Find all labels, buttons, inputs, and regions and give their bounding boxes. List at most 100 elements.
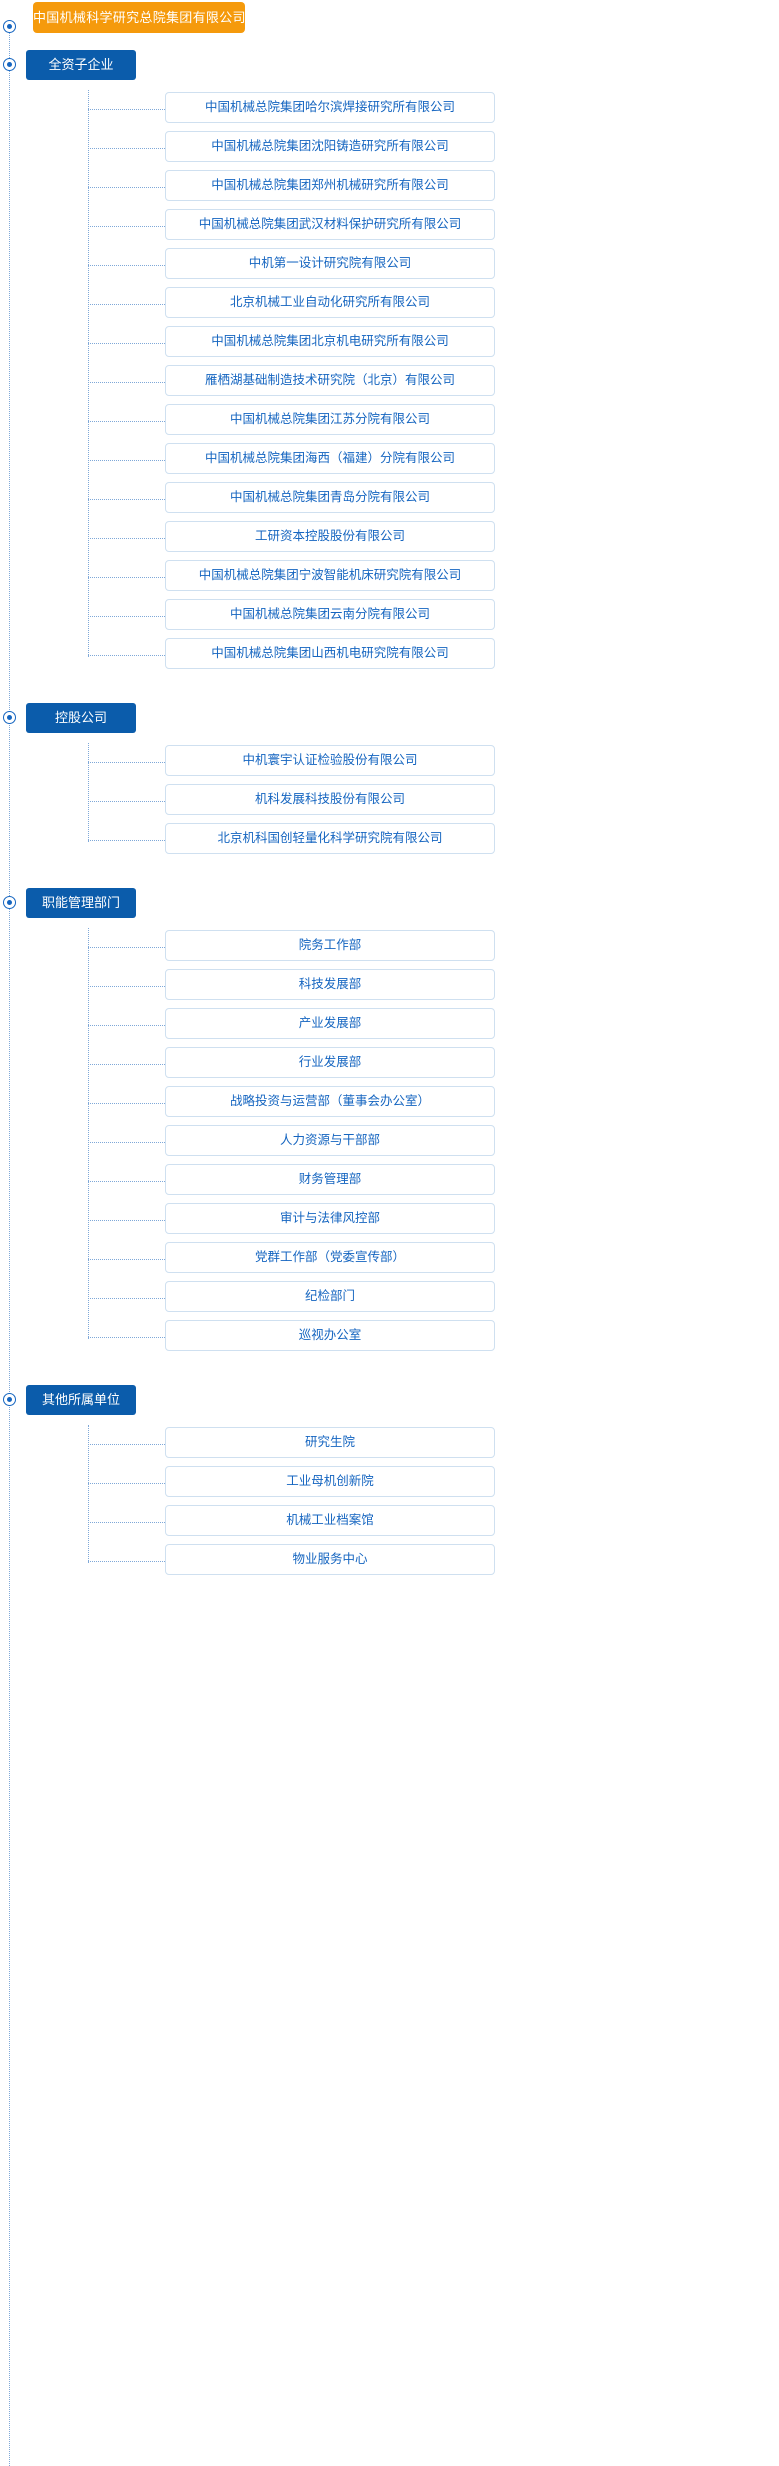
item-horizontal-connector <box>88 655 165 656</box>
root-bullet-icon <box>3 20 16 33</box>
item-box[interactable]: 中国机械总院集团武汉材料保护研究所有限公司 <box>165 209 495 240</box>
org-item: 工研资本控股股份有限公司 <box>0 519 779 558</box>
item-box[interactable]: 中国机械总院集团北京机电研究所有限公司 <box>165 326 495 357</box>
item-horizontal-connector <box>88 1103 165 1104</box>
item-horizontal-connector <box>88 1142 165 1143</box>
item-box[interactable]: 中国机械总院集团沈阳铸造研究所有限公司 <box>165 131 495 162</box>
org-item: 中国机械总院集团武汉材料保护研究所有限公司 <box>0 207 779 246</box>
item-box[interactable]: 中国机械总院集团海西（福建）分院有限公司 <box>165 443 495 474</box>
item-box[interactable]: 中国机械总院集团云南分院有限公司 <box>165 599 495 630</box>
group-vertical-connector <box>88 743 89 842</box>
group-vertical-connector <box>88 1425 89 1563</box>
org-item: 战略投资与运营部（董事会办公室） <box>0 1084 779 1123</box>
item-box[interactable]: 中国机械总院集团宁波智能机床研究院有限公司 <box>165 560 495 591</box>
org-item: 中机第一设计研究院有限公司 <box>0 246 779 285</box>
item-horizontal-connector <box>88 577 165 578</box>
group-spacer <box>0 675 779 703</box>
group-bullet-icon <box>3 58 16 71</box>
group-bullet-icon <box>3 1393 16 1406</box>
group-header: 控股公司 <box>0 703 779 733</box>
group-header: 职能管理部门 <box>0 888 779 918</box>
group-spacer <box>0 860 779 888</box>
org-item: 党群工作部（党委宣传部） <box>0 1240 779 1279</box>
item-box[interactable]: 纪检部门 <box>165 1281 495 1312</box>
item-box[interactable]: 审计与法律风控部 <box>165 1203 495 1234</box>
item-box[interactable]: 中国机械总院集团哈尔滨焊接研究所有限公司 <box>165 92 495 123</box>
item-box[interactable]: 行业发展部 <box>165 1047 495 1078</box>
item-box[interactable]: 研究生院 <box>165 1427 495 1458</box>
item-box[interactable]: 北京机科国创轻量化科学研究院有限公司 <box>165 823 495 854</box>
item-box[interactable]: 工业母机创新院 <box>165 1466 495 1497</box>
org-item: 人力资源与干部部 <box>0 1123 779 1162</box>
group-header: 全资子企业 <box>0 50 779 80</box>
groups-container: 全资子企业中国机械总院集团哈尔滨焊接研究所有限公司中国机械总院集团沈阳铸造研究所… <box>0 50 779 1609</box>
org-item: 北京机械工业自动化研究所有限公司 <box>0 285 779 324</box>
group-label-1[interactable]: 控股公司 <box>26 703 136 733</box>
item-box[interactable]: 财务管理部 <box>165 1164 495 1195</box>
org-item: 财务管理部 <box>0 1162 779 1201</box>
group-label-3[interactable]: 其他所属单位 <box>26 1385 136 1415</box>
item-box[interactable]: 工研资本控股股份有限公司 <box>165 521 495 552</box>
org-item: 雁栖湖基础制造技术研究院（北京）有限公司 <box>0 363 779 402</box>
root-node[interactable]: 中国机械科学研究总院集团有限公司 <box>33 2 246 33</box>
org-item: 审计与法律风控部 <box>0 1201 779 1240</box>
root-row: 中国机械科学研究总院集团有限公司 <box>0 0 779 50</box>
org-item: 工业母机创新院 <box>0 1464 779 1503</box>
item-box[interactable]: 中机寰宇认证检验股份有限公司 <box>165 745 495 776</box>
org-item: 巡视办公室 <box>0 1318 779 1357</box>
item-horizontal-connector <box>88 265 165 266</box>
item-box[interactable]: 机械工业档案馆 <box>165 1505 495 1536</box>
item-horizontal-connector <box>88 187 165 188</box>
org-group: 职能管理部门院务工作部科技发展部产业发展部行业发展部战略投资与运营部（董事会办公… <box>0 888 779 1357</box>
item-box[interactable]: 中国机械总院集团郑州机械研究所有限公司 <box>165 170 495 201</box>
org-item: 中国机械总院集团郑州机械研究所有限公司 <box>0 168 779 207</box>
item-horizontal-connector <box>88 1337 165 1338</box>
item-box[interactable]: 北京机械工业自动化研究所有限公司 <box>165 287 495 318</box>
group-label-0[interactable]: 全资子企业 <box>26 50 136 80</box>
org-item: 中国机械总院集团海西（福建）分院有限公司 <box>0 441 779 480</box>
item-horizontal-connector <box>88 616 165 617</box>
group-label-2[interactable]: 职能管理部门 <box>26 888 136 918</box>
item-box[interactable]: 党群工作部（党委宣传部） <box>165 1242 495 1273</box>
item-horizontal-connector <box>88 460 165 461</box>
org-group: 其他所属单位研究生院工业母机创新院机械工业档案馆物业服务中心 <box>0 1385 779 1581</box>
org-item: 中国机械总院集团哈尔滨焊接研究所有限公司 <box>0 90 779 129</box>
item-box[interactable]: 中机第一设计研究院有限公司 <box>165 248 495 279</box>
item-horizontal-connector <box>88 226 165 227</box>
item-horizontal-connector <box>88 1181 165 1182</box>
item-box[interactable]: 中国机械总院集团青岛分院有限公司 <box>165 482 495 513</box>
item-box[interactable]: 物业服务中心 <box>165 1544 495 1575</box>
item-horizontal-connector <box>88 947 165 948</box>
item-horizontal-connector <box>88 382 165 383</box>
item-box[interactable]: 雁栖湖基础制造技术研究院（北京）有限公司 <box>165 365 495 396</box>
item-box[interactable]: 人力资源与干部部 <box>165 1125 495 1156</box>
item-horizontal-connector <box>88 1483 165 1484</box>
item-horizontal-connector <box>88 148 165 149</box>
org-item: 中国机械总院集团北京机电研究所有限公司 <box>0 324 779 363</box>
item-box[interactable]: 中国机械总院集团山西机电研究院有限公司 <box>165 638 495 669</box>
item-horizontal-connector <box>88 1064 165 1065</box>
group-spacer <box>0 1357 779 1385</box>
item-horizontal-connector <box>88 1444 165 1445</box>
item-horizontal-connector <box>88 343 165 344</box>
item-horizontal-connector <box>88 1298 165 1299</box>
item-box[interactable]: 战略投资与运营部（董事会办公室） <box>165 1086 495 1117</box>
item-horizontal-connector <box>88 1025 165 1026</box>
org-item: 中国机械总院集团沈阳铸造研究所有限公司 <box>0 129 779 168</box>
item-box[interactable]: 科技发展部 <box>165 969 495 1000</box>
item-horizontal-connector <box>88 304 165 305</box>
org-item: 中国机械总院集团山西机电研究院有限公司 <box>0 636 779 675</box>
item-horizontal-connector <box>88 986 165 987</box>
item-horizontal-connector <box>88 421 165 422</box>
org-item: 行业发展部 <box>0 1045 779 1084</box>
org-item: 中国机械总院集团江苏分院有限公司 <box>0 402 779 441</box>
group-children: 中机寰宇认证检验股份有限公司机科发展科技股份有限公司北京机科国创轻量化科学研究院… <box>0 743 779 860</box>
item-box[interactable]: 中国机械总院集团江苏分院有限公司 <box>165 404 495 435</box>
item-horizontal-connector <box>88 762 165 763</box>
group-children: 研究生院工业母机创新院机械工业档案馆物业服务中心 <box>0 1425 779 1581</box>
item-box[interactable]: 机科发展科技股份有限公司 <box>165 784 495 815</box>
org-item: 北京机科国创轻量化科学研究院有限公司 <box>0 821 779 860</box>
item-box[interactable]: 院务工作部 <box>165 930 495 961</box>
item-box[interactable]: 巡视办公室 <box>165 1320 495 1351</box>
item-box[interactable]: 产业发展部 <box>165 1008 495 1039</box>
